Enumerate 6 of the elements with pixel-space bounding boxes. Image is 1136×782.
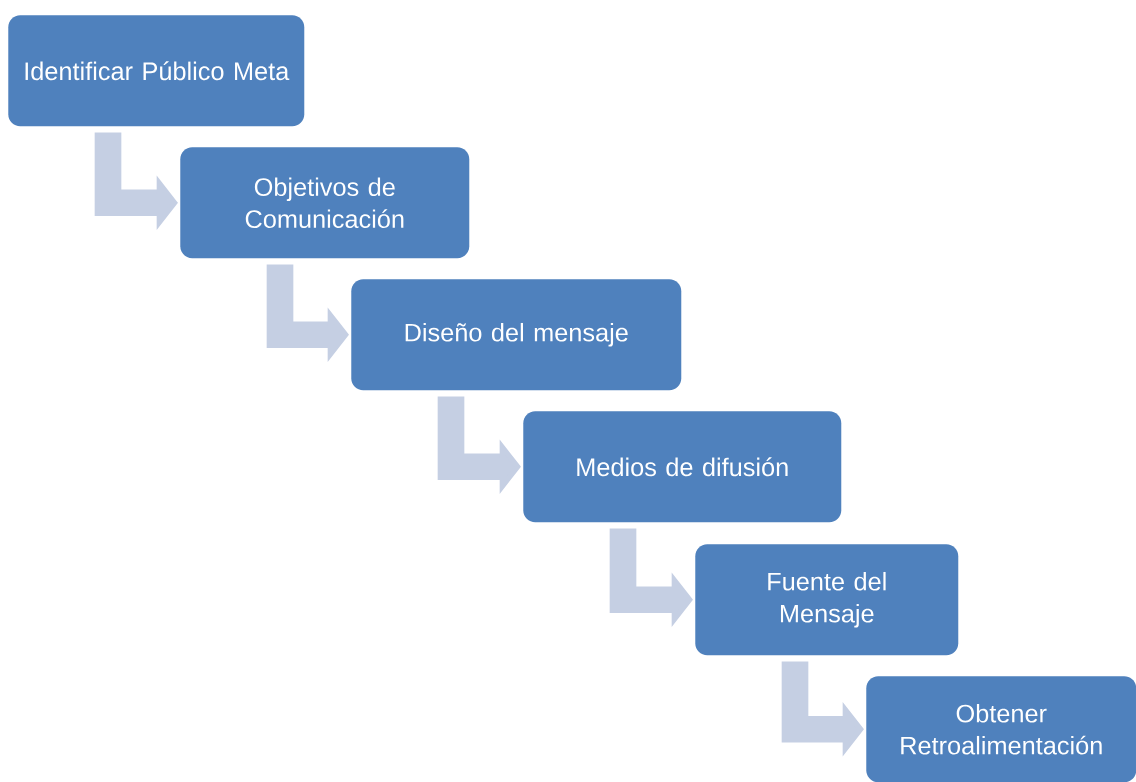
process-box: Identificar Público Meta <box>8 15 305 127</box>
process-box: Diseño del mensaje <box>351 279 682 391</box>
process-box: Fuente del Mensaje <box>695 544 959 656</box>
process-box: Obtener Retroalimentación <box>866 676 1136 782</box>
process-box: Medios de difusión <box>523 411 842 523</box>
process-box: Objetivos de Comunicación <box>180 147 470 259</box>
